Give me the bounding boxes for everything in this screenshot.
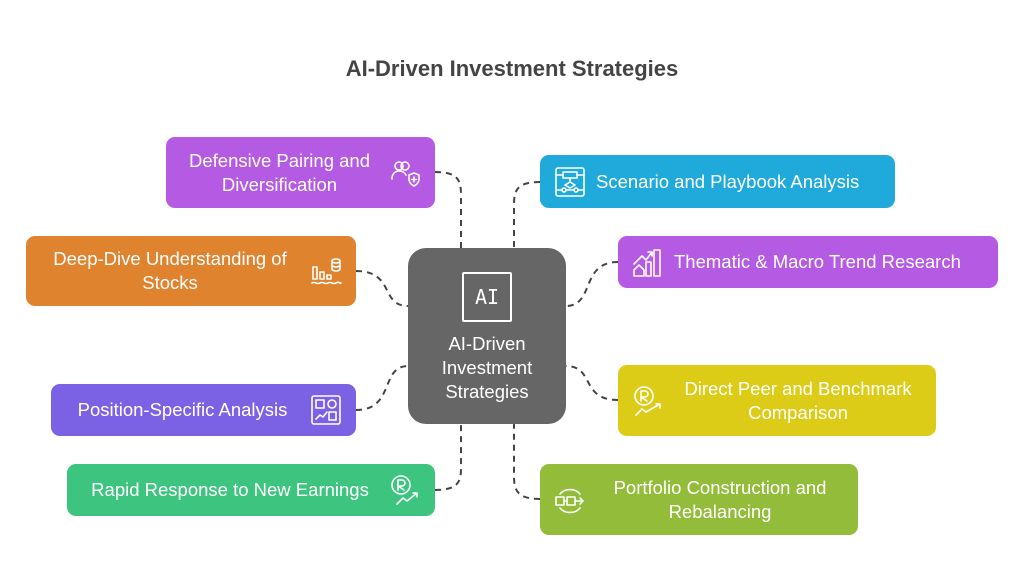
- connector-portfolio: [513, 424, 541, 500]
- node-thematic-macro: Thematic & Macro Trend Research: [618, 236, 998, 288]
- connector-position: [355, 365, 409, 411]
- rebalance-cycle-icon: [554, 484, 586, 516]
- node-label: Direct Peer and Benchmark Comparison: [684, 377, 912, 423]
- rupee-trend-icon: [389, 474, 421, 506]
- node-scenario-playbook: Scenario and Playbook Analysis: [540, 155, 895, 208]
- node-direct-peer: Direct Peer and Benchmark Comparison: [618, 365, 936, 436]
- node-defensive-pairing: Defensive Pairing and Diversification: [166, 137, 435, 208]
- node-label: Portfolio Construction and Rebalancing: [613, 476, 827, 522]
- users-shield-icon: [389, 157, 421, 189]
- connector-direct-peer: [565, 365, 619, 401]
- node-label: Scenario and Playbook Analysis: [596, 170, 860, 192]
- house-growth-chart-icon: [632, 246, 664, 278]
- connector-defensive: [434, 171, 462, 248]
- node-deep-dive: Deep-Dive Understanding of Stocks: [26, 236, 356, 306]
- connector-deep-dive: [355, 270, 409, 307]
- ai-chip-icon: AI: [462, 272, 512, 322]
- node-position-specific: Position-Specific Analysis: [51, 384, 356, 436]
- node-label: Rapid Response to New Earnings: [91, 479, 369, 500]
- node-label: Defensive Pairing and Diversification: [189, 149, 370, 195]
- diagram-title: AI-Driven Investment Strategies: [345, 56, 679, 81]
- node-portfolio-construction: Portfolio Construction and Rebalancing: [540, 464, 858, 535]
- dashboard-icon: [310, 394, 342, 426]
- connector-thematic: [565, 261, 619, 307]
- rupee-trend-icon: [632, 385, 664, 417]
- connector-rapid: [434, 424, 462, 491]
- node-label: Thematic & Macro Trend Research: [674, 251, 961, 272]
- flowchart-icon: [554, 166, 586, 198]
- connector-scenario: [513, 181, 541, 248]
- central-label: AI-Driven Investment Strategies: [441, 333, 533, 402]
- node-rapid-response: Rapid Response to New Earnings: [67, 464, 435, 516]
- central-node: AI AI-Driven Investment Strategies: [408, 248, 566, 424]
- node-label: Deep-Dive Understanding of Stocks: [53, 248, 287, 293]
- chart-database-icon: [310, 255, 342, 287]
- node-label: Position-Specific Analysis: [77, 399, 288, 420]
